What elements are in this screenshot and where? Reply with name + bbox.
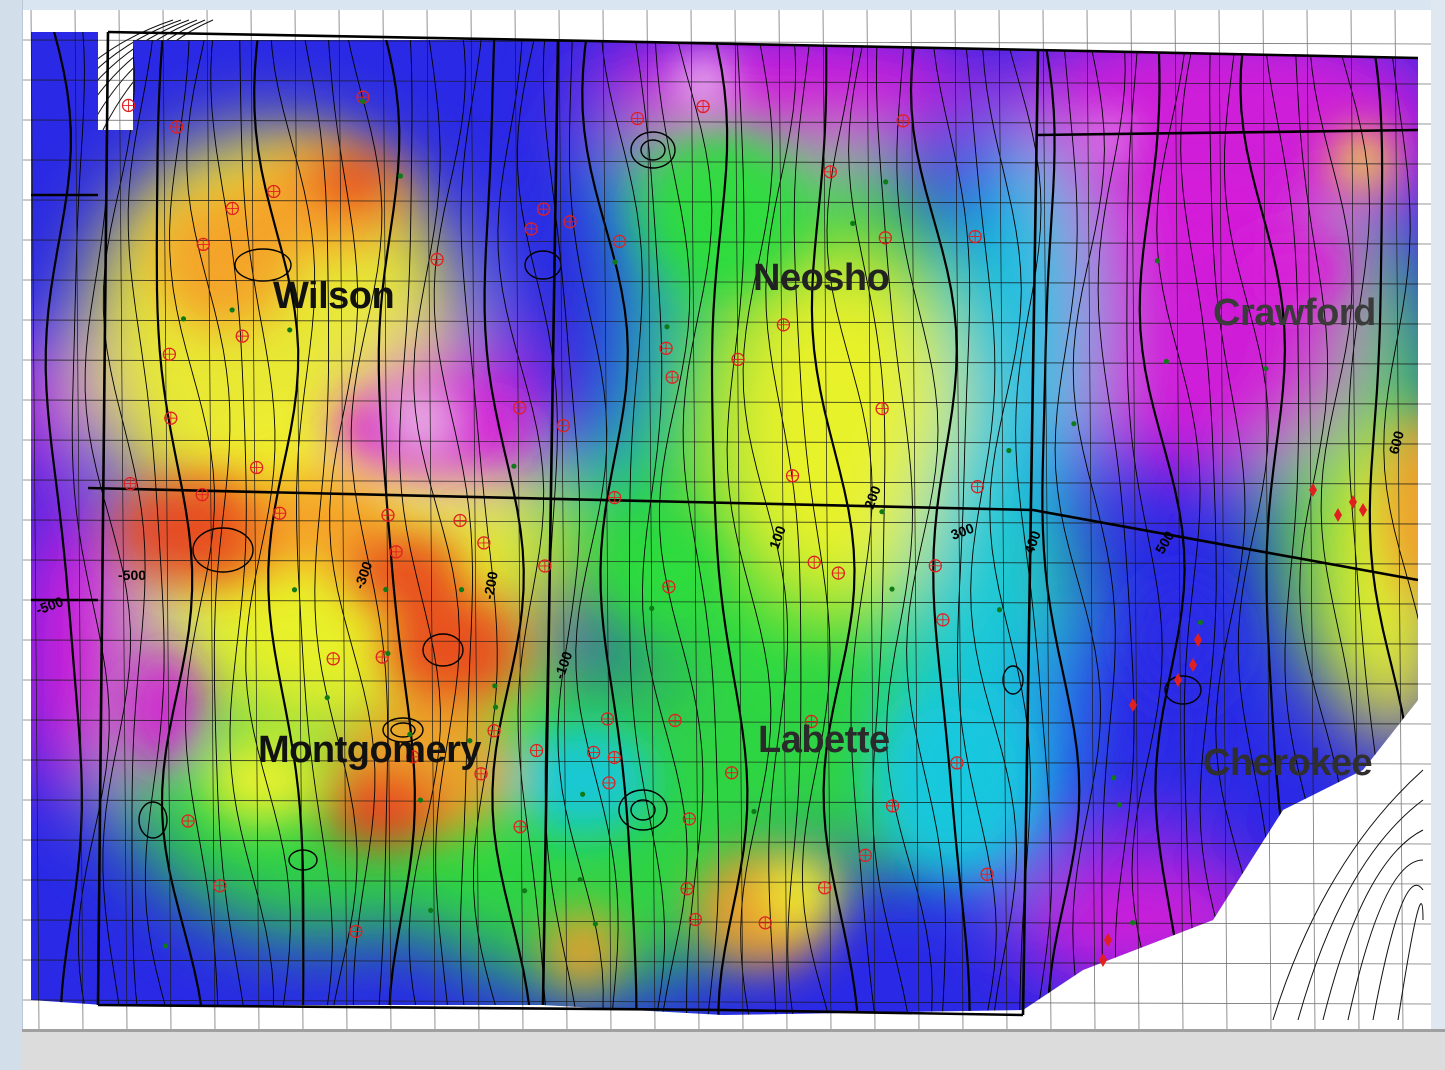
- county-label-montgomery: Montgomery: [258, 729, 481, 771]
- county-label-cherokee: Cherokee: [1203, 742, 1372, 784]
- status-bar: [22, 1029, 1445, 1070]
- county-label-crawford: Crawford: [1213, 292, 1376, 334]
- frame-top-border: [0, 0, 1445, 10]
- contour-label: 300: [949, 520, 977, 543]
- county-label-labette: Labette: [758, 719, 890, 761]
- contour-label: 400: [1021, 528, 1044, 556]
- county-boundaries: [31, 30, 1419, 1017]
- frame-left-border: [0, 0, 23, 1070]
- frame-right-border: [1431, 0, 1445, 1070]
- contour-label: 200: [861, 483, 884, 511]
- contour-label: 600: [1385, 429, 1407, 456]
- county-label-wilson: Wilson: [273, 275, 394, 317]
- county-label-neosho: Neosho: [753, 257, 889, 299]
- contour-label: 100: [766, 523, 789, 551]
- well-symbols: [121, 90, 1367, 967]
- contour-label: -500: [118, 567, 146, 583]
- contour-label: -200: [480, 570, 501, 601]
